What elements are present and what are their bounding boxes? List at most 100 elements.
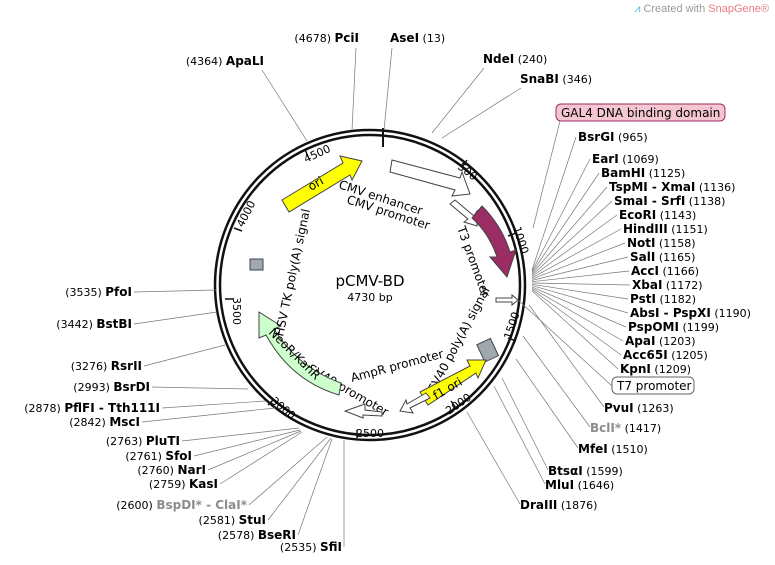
site-label: (2535) SfiI — [280, 540, 342, 554]
site-leader — [493, 385, 546, 485]
sv40-polya-box — [476, 337, 500, 363]
t7-callout-label: T7 promoter — [616, 379, 692, 393]
site-position: (1166) — [662, 265, 699, 278]
site-position: (1190) — [714, 307, 751, 320]
site-leader — [219, 431, 303, 485]
site-position: (1876) — [561, 499, 598, 512]
site-label: (2878) PflFI - Tth111I — [24, 401, 160, 415]
site-name: BstBI — [96, 317, 132, 331]
site-name: ApaLI — [226, 54, 264, 68]
site-leader — [531, 285, 629, 314]
site-leader — [531, 282, 631, 286]
site-position: (1136) — [699, 181, 736, 194]
site-label: (3442) BstBI — [56, 317, 132, 331]
site-leader — [207, 430, 302, 471]
site-label: (4364) ApaLI — [186, 54, 264, 68]
site-name: EarI — [592, 152, 619, 166]
tick-2500: 2500 — [356, 427, 384, 440]
site-position: (1138) — [689, 195, 726, 208]
site-leader — [501, 377, 549, 471]
cmv-promoter-arrow — [449, 199, 478, 227]
site-label: PstI (1182) — [630, 292, 696, 306]
site-name: MluI — [545, 478, 574, 492]
site-leader — [531, 287, 624, 342]
site-position: (1263) — [637, 402, 674, 415]
site-name: BclI* — [590, 421, 622, 435]
site-name: NotI — [627, 236, 656, 250]
site-name: PstI — [630, 292, 656, 306]
site-name: MfeI — [578, 442, 608, 456]
gal4-feature — [471, 205, 517, 278]
site-leader — [531, 283, 629, 300]
site-position: (346) — [562, 73, 592, 86]
site-name: ApaI — [625, 334, 655, 348]
t7-callout-box — [611, 376, 695, 395]
site-position: (3535) — [65, 286, 102, 299]
site-leader — [181, 427, 300, 442]
gal4-callout-box — [555, 103, 726, 122]
site-label: (2993) BsrDI — [73, 380, 150, 394]
site-label: BtsαI (1599) — [548, 464, 623, 478]
site-position: (3276) — [71, 360, 108, 373]
gal4-callout-leader — [532, 120, 561, 229]
site-position: (1599) — [586, 465, 623, 478]
site-name: BsrDI — [113, 380, 150, 394]
site-label: (3276) RsrII — [71, 359, 142, 373]
site-label: BclI* (1417) — [590, 421, 661, 435]
site-position: (2578) — [218, 529, 255, 542]
site-name: RsrII — [111, 359, 142, 373]
t7-callout-leader — [517, 299, 613, 387]
site-label: MluI (1646) — [545, 478, 614, 492]
site-name: NdeI — [483, 52, 514, 66]
site-name: PfoI — [105, 285, 132, 299]
site-name: StuI — [239, 513, 266, 527]
site-label: ApaI (1203) — [625, 334, 696, 348]
site-leaders — [133, 47, 631, 547]
site-leader — [431, 67, 485, 134]
site-name: HindIII — [623, 222, 668, 236]
tick-marks — [225, 148, 517, 438]
site-position: (1510) — [611, 443, 648, 456]
site-name: PluTI — [146, 434, 180, 448]
site-leader — [531, 256, 629, 281]
site-position: (1165) — [659, 251, 696, 264]
site-position: (2761) — [125, 450, 162, 463]
site-name: DraIII — [520, 498, 557, 512]
site-name: PflFI - Tth111I — [64, 401, 160, 415]
site-name: SmaI - SrfI — [614, 194, 685, 208]
site-leader — [531, 286, 627, 328]
sv40-promoter-arrow — [343, 403, 383, 419]
site-leader — [441, 87, 522, 139]
site-label: EarI (1069) — [592, 152, 659, 166]
site-leader — [515, 358, 579, 449]
site-name: AbsI - PspXI — [630, 306, 711, 320]
site-name: AccI — [631, 264, 659, 278]
site-leader — [531, 158, 591, 272]
site-label: AbsI - PspXI (1190) — [630, 306, 751, 320]
site-name: SfoI — [165, 449, 192, 463]
site-position: (1199) — [682, 321, 719, 334]
site-leader — [531, 200, 613, 276]
site-name: EcoRI — [619, 208, 656, 222]
site-leader — [193, 429, 301, 457]
site-position: (4678) — [294, 32, 331, 45]
backbone-inner — [218, 133, 522, 437]
site-name: XbaI — [632, 278, 662, 292]
site-label: SmaI - SrfI (1138) — [614, 194, 725, 208]
site-leader — [267, 437, 332, 521]
site-position: (1646) — [578, 479, 615, 492]
site-label: KpnI (1209) — [620, 362, 691, 376]
site-label: NdeI (240) — [483, 52, 547, 66]
hsv-tk-label: HSV TK poly(A) signal — [272, 208, 313, 338]
site-leader — [531, 289, 622, 356]
f1-ori-feature — [419, 359, 487, 406]
site-leader — [143, 344, 226, 367]
site-label: (2759) KasI — [149, 477, 218, 491]
site-leader — [261, 69, 308, 142]
site-leader — [133, 289, 217, 293]
site-name: PciI — [335, 31, 360, 45]
site-leader — [531, 270, 630, 283]
site-position: (1203) — [659, 335, 696, 348]
ori-label: ori — [306, 174, 327, 194]
